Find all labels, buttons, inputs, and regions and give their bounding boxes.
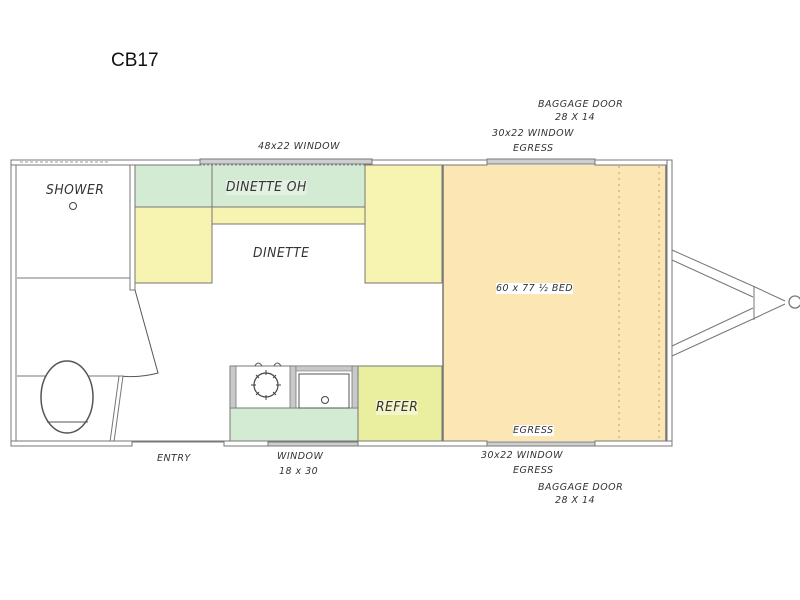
top-baggage-door-size: 28 X 14 [555, 112, 596, 123]
entry-door[interactable] [131, 440, 225, 443]
bathroom-wall [129, 164, 136, 291]
bottom-egress-window[interactable] [486, 441, 596, 447]
bottom-window-size: 18 x 30 [279, 466, 319, 477]
galley-window[interactable] [267, 441, 359, 447]
top-window-annotation: 48x22 WINDOW [258, 141, 341, 152]
top-baggage-door-annotation: BAGGAGE DOOR [538, 99, 624, 110]
shower-label: SHOWER [46, 183, 105, 198]
bed-label: 60 x 77 ½ BED [496, 283, 574, 294]
top-egress-window-annotation: 30x22 WINDOW [492, 128, 575, 139]
dinette-window[interactable] [199, 158, 373, 165]
refer-label: REFER [376, 400, 419, 415]
bed-area [443, 165, 667, 441]
toilet-icon [40, 360, 94, 434]
bottom-egress-window-annotation: 30x22 WINDOW [481, 450, 564, 461]
shower-drain-icon [69, 202, 77, 210]
hitch-tongue [671, 249, 800, 357]
bottom-baggage-door-size: 28 X 14 [555, 495, 596, 506]
top-egress-window[interactable] [486, 158, 596, 165]
bottom-window-annotation: WINDOW [277, 451, 324, 462]
sink-icon [298, 373, 350, 409]
dinette-seat-right [364, 164, 443, 284]
top-egress-label: EGRESS [513, 143, 554, 154]
dinette-seat-left [134, 206, 213, 284]
bottom-baggage-door-annotation: BAGGAGE DOOR [538, 482, 624, 493]
bed-egress-label: EGRESS [513, 425, 554, 436]
bathroom-door[interactable] [119, 289, 159, 378]
entry-label: ENTRY [157, 453, 191, 464]
bottom-egress-label: EGRESS [513, 465, 554, 476]
rear-wall [10, 159, 17, 447]
hitch-coupler-icon [788, 295, 800, 309]
dinette-oh-label: DINETTE OH [226, 180, 307, 195]
front-wall [666, 159, 673, 447]
floorplan-title: CB17 [111, 50, 159, 71]
dinette-label: DINETTE [253, 246, 310, 261]
